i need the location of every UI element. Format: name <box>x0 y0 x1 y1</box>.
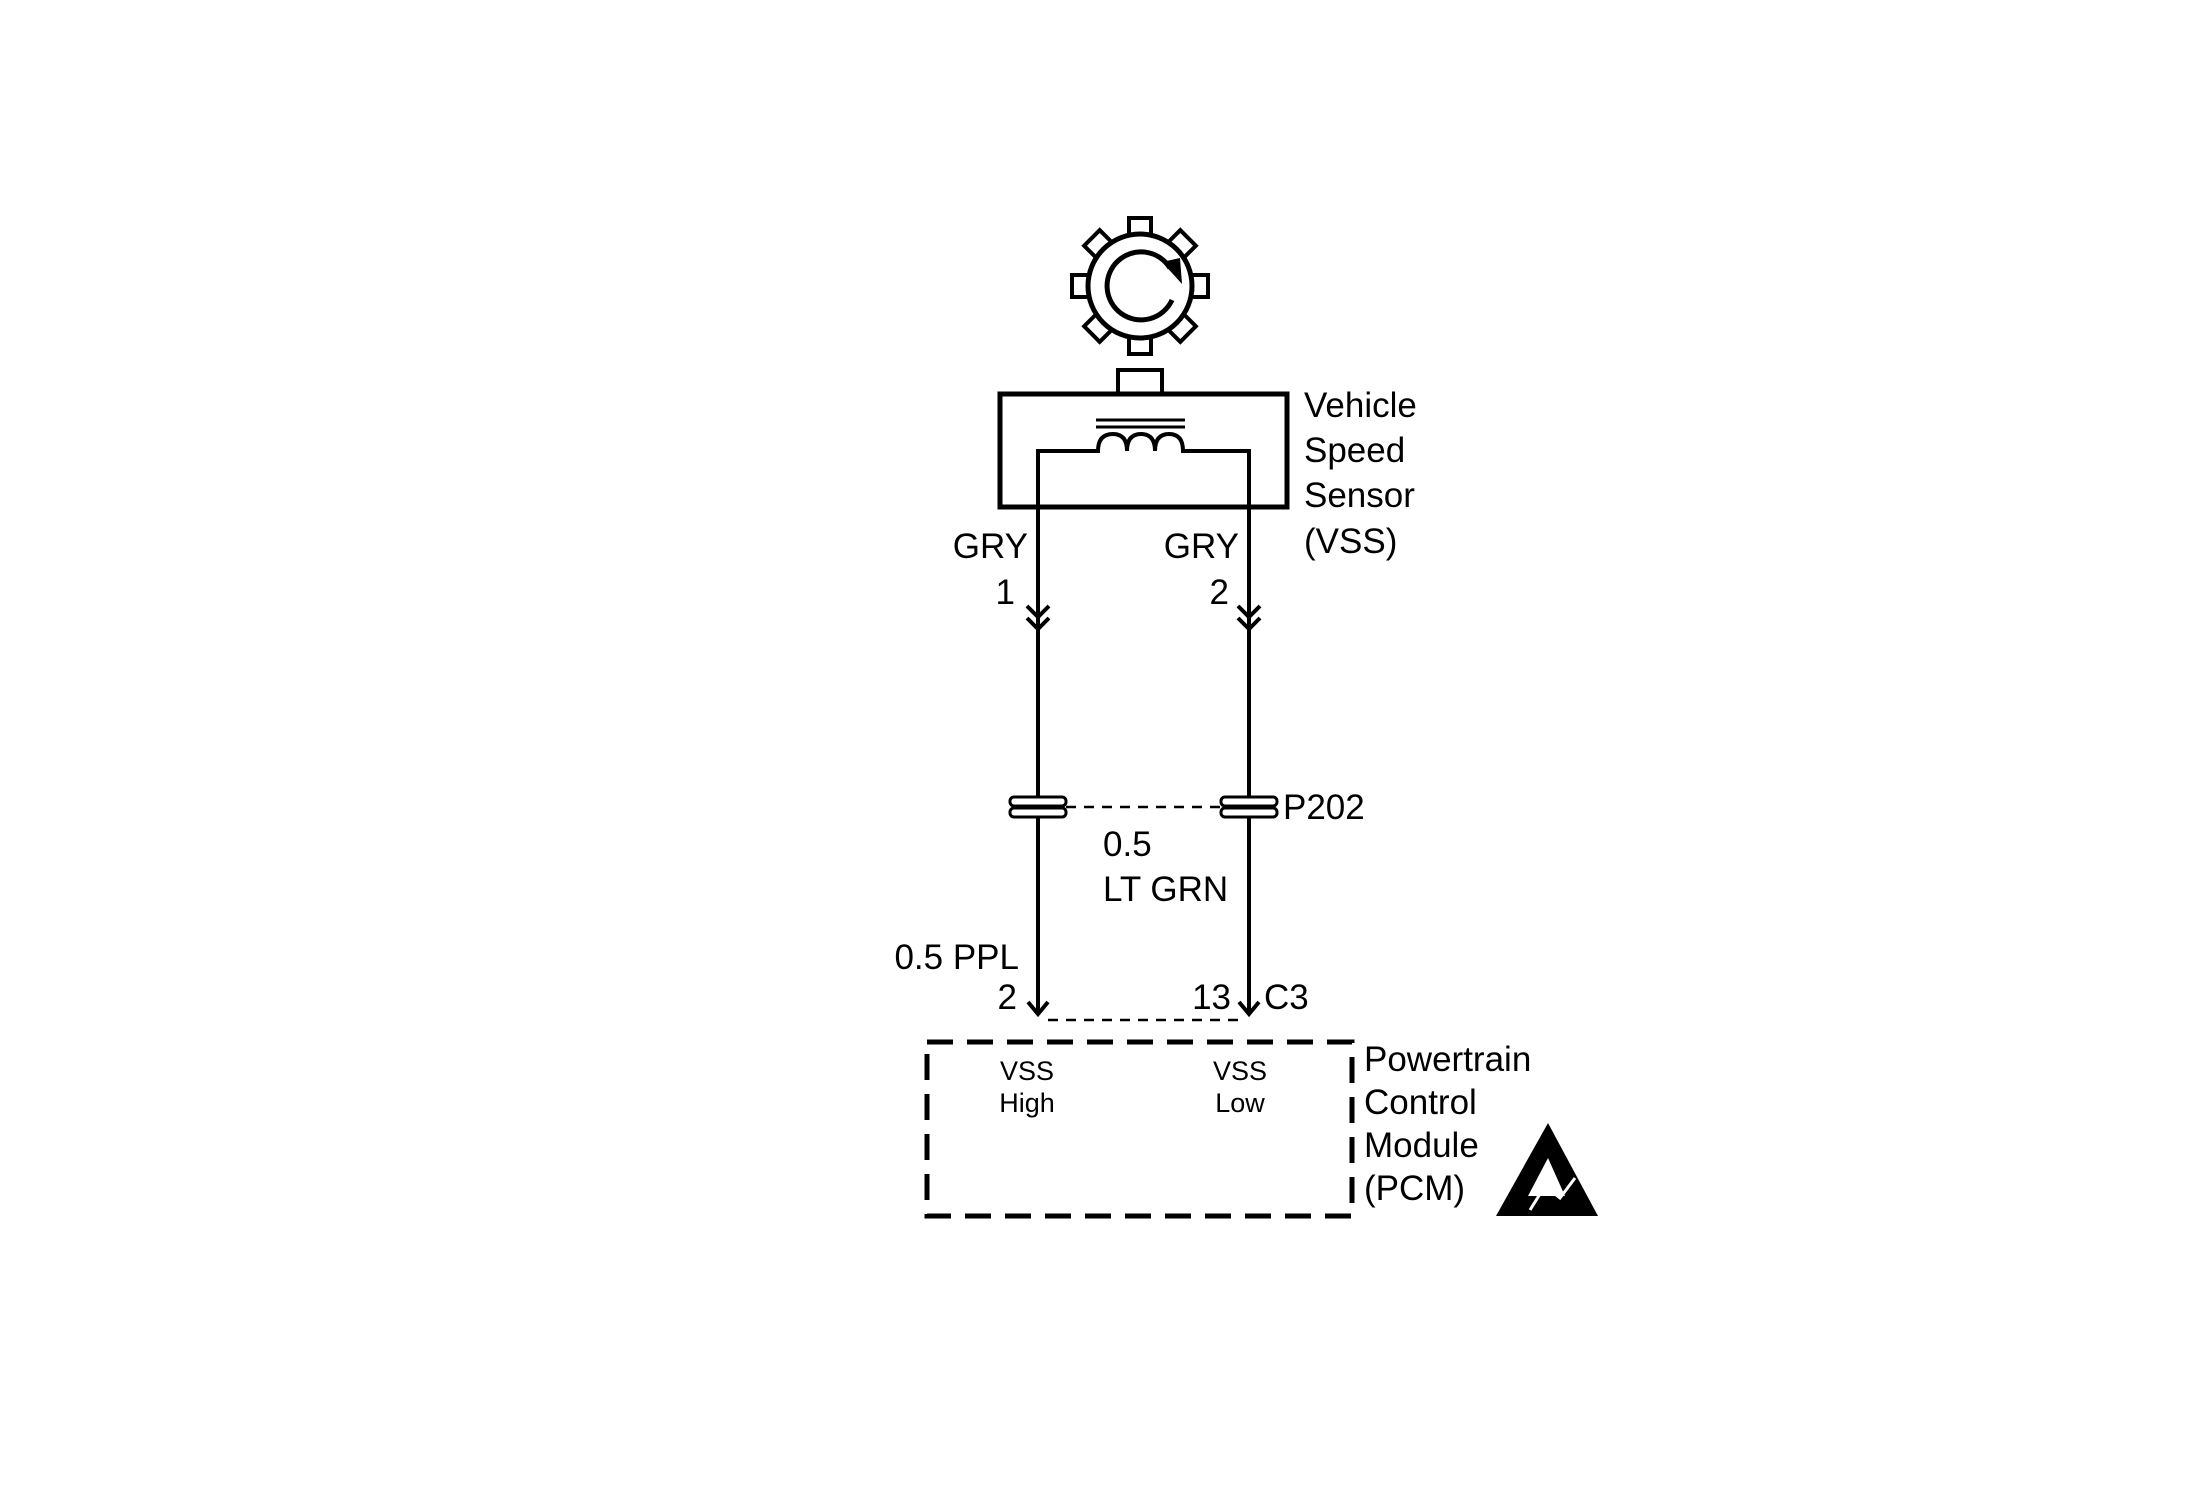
wire-right-gauge: 0.5 <box>1103 825 1152 864</box>
pcm-box <box>924 1039 1355 1219</box>
vss-name-line2: Speed <box>1304 431 1405 470</box>
pcm-terminal-low-line1: VSS <box>1213 1056 1267 1086</box>
connector-id: P202 <box>1283 788 1365 827</box>
rotation-arrow-arc <box>1104 249 1175 323</box>
coil-icon <box>1036 418 1251 505</box>
vss-name-line1: Vehicle <box>1304 386 1417 425</box>
pcm-name-line4: (PCM) <box>1364 1169 1465 1208</box>
connector-p202-right <box>1219 795 1279 819</box>
pcm-pin-13-label: 13 <box>1192 978 1231 1017</box>
pcm-pin-2-label: 2 <box>998 978 1017 1017</box>
pcm-pin-13 <box>1237 1000 1261 1018</box>
pcm-name-line3: Module <box>1364 1126 1479 1165</box>
pcm-name-line2: Control <box>1364 1083 1477 1122</box>
pcm-connector-id: C3 <box>1264 978 1309 1017</box>
sensor-tip <box>1116 368 1164 396</box>
pcm-name-line1: Powertrain <box>1364 1040 1531 1079</box>
wire-right-lower-color: LT GRN <box>1103 870 1228 909</box>
wire-right-color: GRY <box>1164 527 1239 566</box>
vss-connector-pin-1 <box>1025 604 1051 632</box>
vss-name-line4: (VSS) <box>1304 522 1397 561</box>
pcm-terminal-low-line2: Low <box>1215 1088 1265 1118</box>
pcm-pin-2 <box>1026 1000 1050 1018</box>
vss-sensor-box <box>997 391 1290 510</box>
vss-connector-pin-2 <box>1236 604 1262 632</box>
wire-right-pin: 2 <box>1210 573 1229 612</box>
esd-warning-icon <box>1496 1123 1598 1216</box>
wire-left-pin: 1 <box>996 573 1015 612</box>
pcm-terminal-high-line2: High <box>999 1088 1055 1118</box>
reluctor-wheel-icon <box>1070 216 1210 356</box>
wire-left-color: GRY <box>953 527 1028 566</box>
wire-left-lower-label: 0.5 PPL <box>894 938 1019 977</box>
pcm-terminal-high-line1: VSS <box>1000 1056 1054 1086</box>
rotation-arrow-head <box>1162 258 1182 284</box>
connector-p202-left <box>1008 795 1068 819</box>
vss-name-line3: Sensor <box>1304 476 1415 515</box>
